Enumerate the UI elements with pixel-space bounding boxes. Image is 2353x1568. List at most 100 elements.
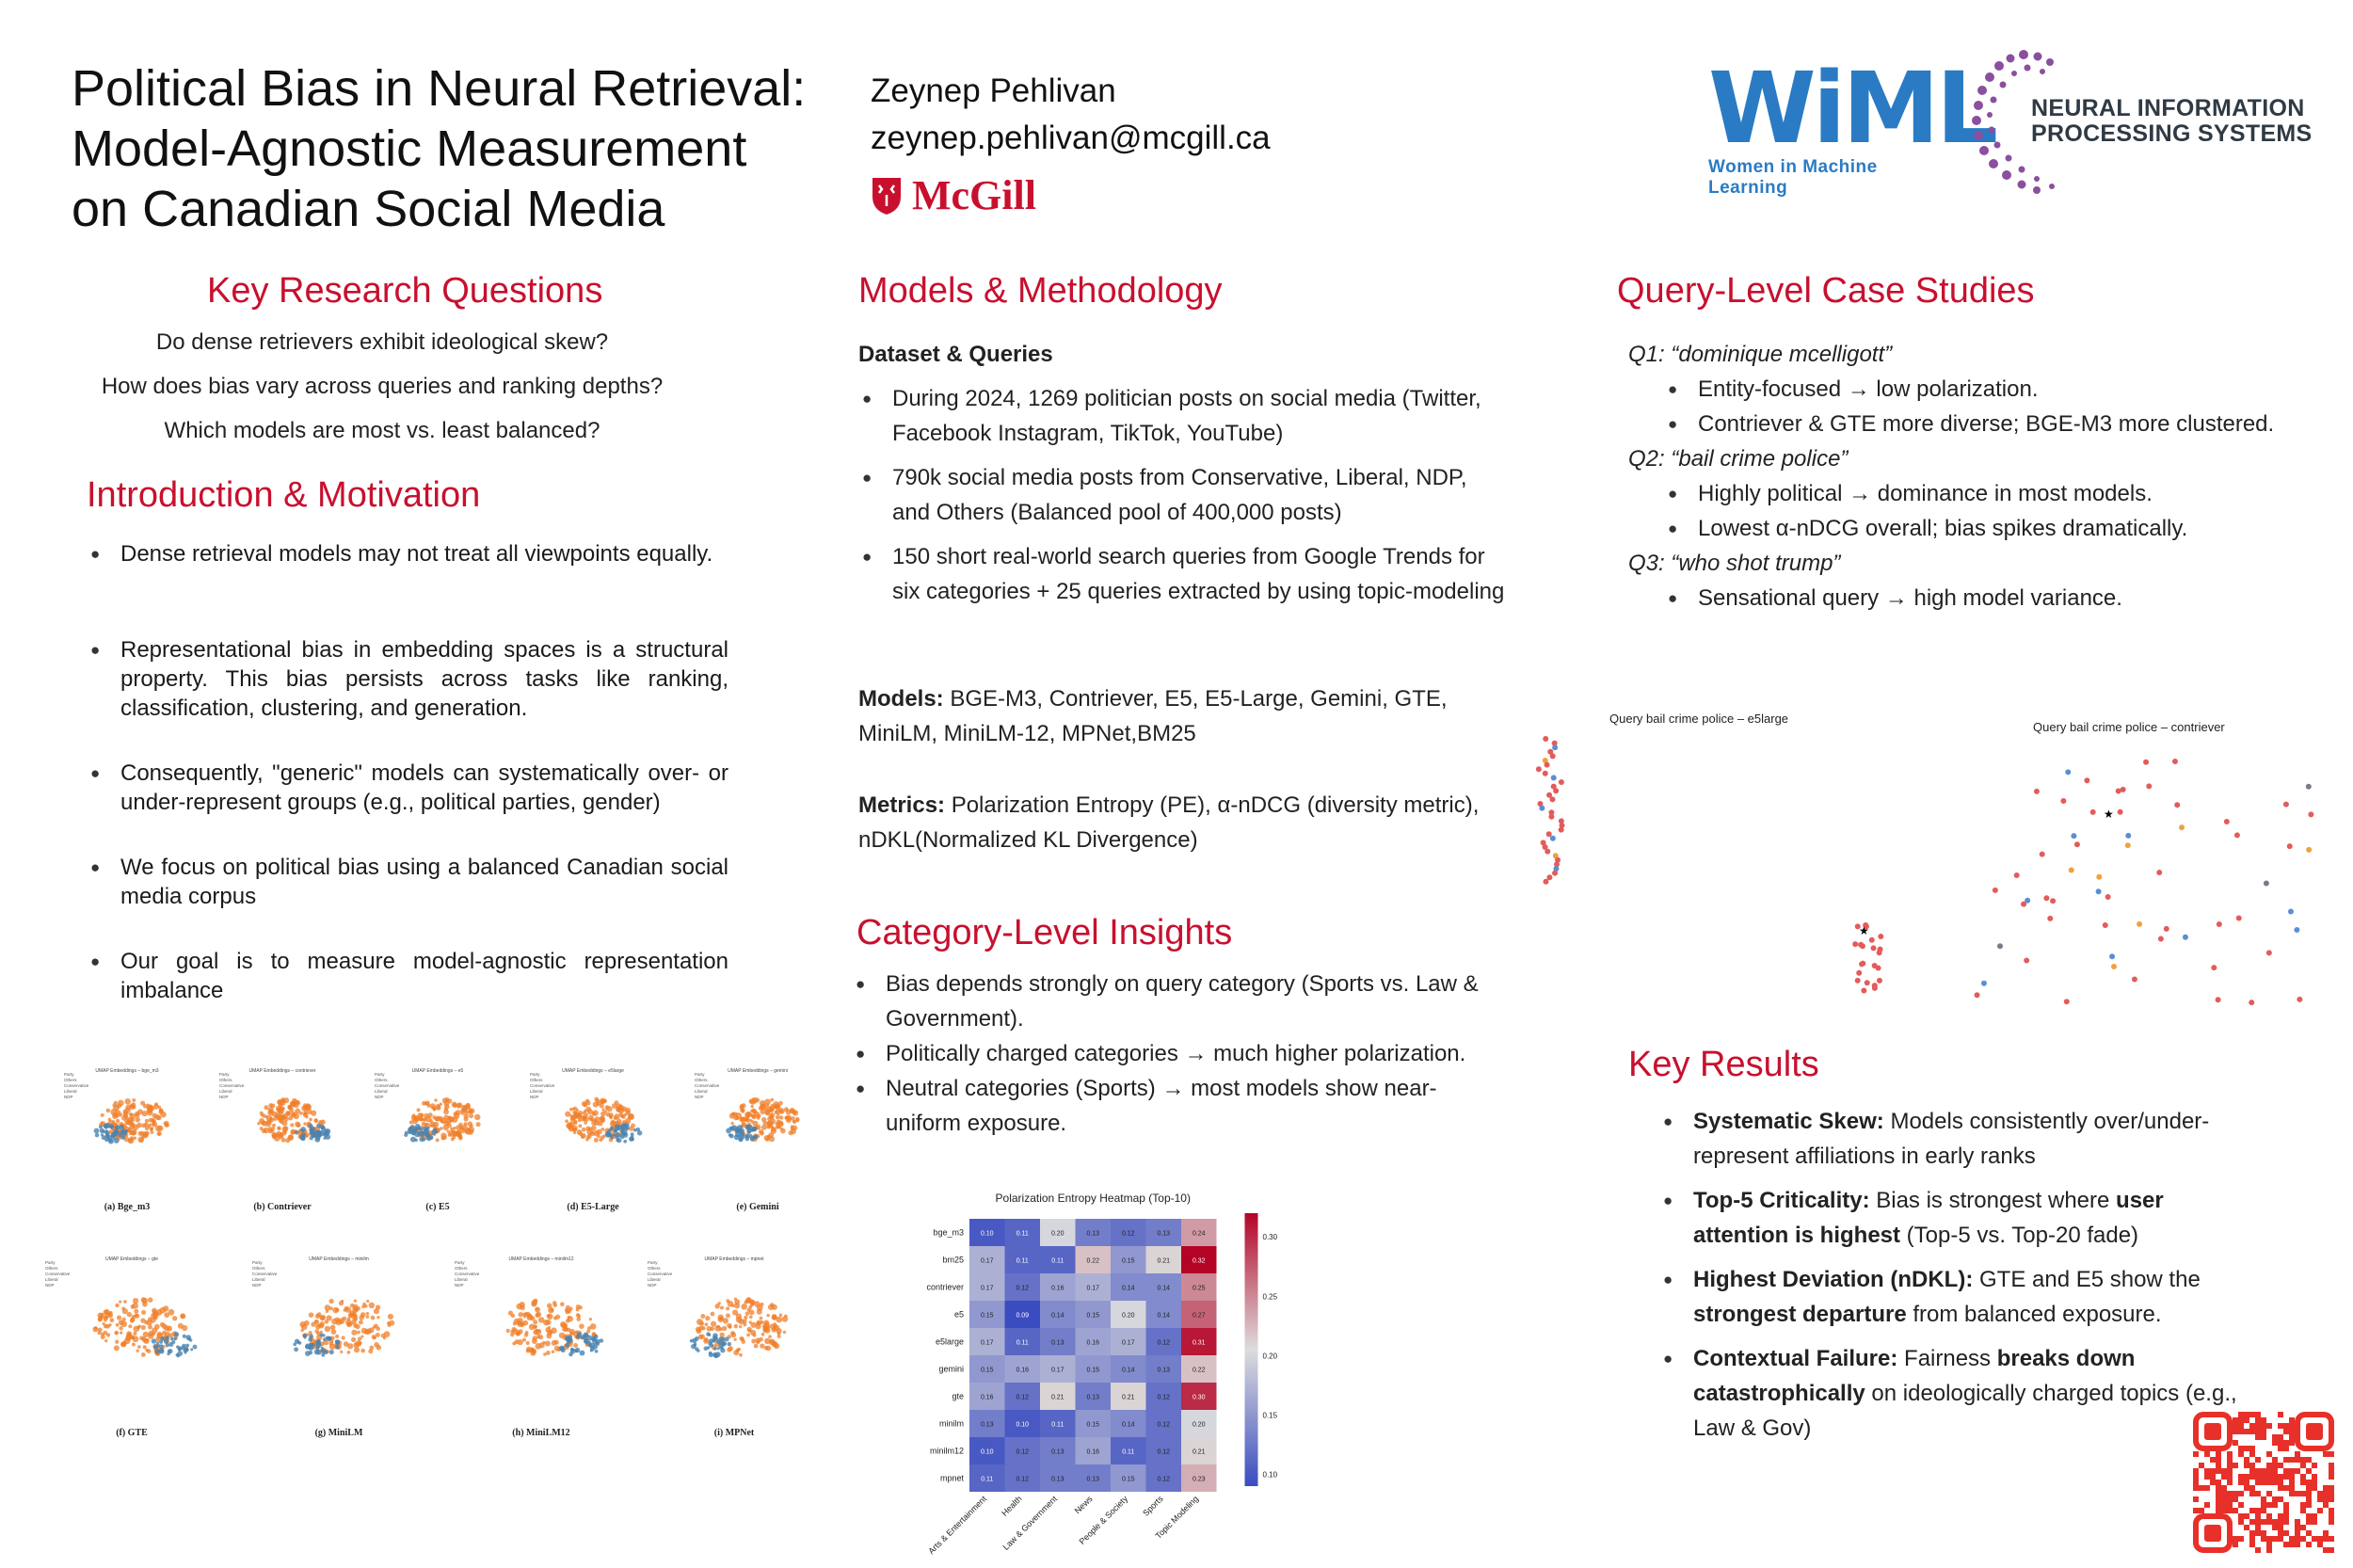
umap-point (746, 1128, 752, 1134)
umap-point (692, 1337, 697, 1343)
umap-point (103, 1323, 108, 1329)
heatmap-colorbar-tick: 0.10 (1263, 1470, 1278, 1479)
result-4-label: Contextual Failure: (1693, 1346, 1898, 1371)
umap-legend-entry: Conservative (252, 1272, 278, 1276)
umap-point (616, 1103, 623, 1110)
result-2-label: Top-5 Criticality: (1693, 1188, 1870, 1213)
umap-legend-entry: Party (219, 1072, 230, 1077)
umap-point (119, 1331, 123, 1335)
qr-module (2300, 1525, 2306, 1530)
umap-point (299, 1111, 303, 1115)
umap-point (417, 1130, 424, 1136)
heatmap-colorbar-tick: 0.20 (1263, 1352, 1278, 1360)
qr-module (2249, 1474, 2255, 1480)
umap-point (765, 1137, 770, 1142)
qr-code[interactable] (2193, 1412, 2334, 1553)
heatmap-cell (1075, 1301, 1111, 1328)
case-studies-body: Q1: “dominique mcelligott” Entity-focuse… (1628, 337, 2325, 616)
qr-module (2238, 1502, 2244, 1508)
models-text: BGE-M3, Contriever, E5, E5-Large, Gemini… (858, 686, 1448, 746)
umap-point (713, 1347, 717, 1351)
umap-point (716, 1347, 720, 1351)
umap-point (268, 1103, 274, 1108)
umap-point (141, 1123, 147, 1128)
umap-legend-entry: Others (530, 1078, 543, 1082)
methods-item-2: 790k social media posts from Conservativ… (858, 460, 1508, 530)
heatmap-col-label: Health (1000, 1494, 1023, 1517)
umap-point (447, 1132, 452, 1137)
qr-module (2249, 1519, 2255, 1525)
research-question-3: Which models are most vs. least balanced… (164, 418, 600, 443)
umap-point (285, 1138, 291, 1144)
result-3-emph: strongest departure (1693, 1302, 1907, 1327)
umap-point (589, 1323, 597, 1330)
intro-item-2: Representational bias in embedding space… (87, 635, 728, 723)
umap-legend-entry: Liberal (64, 1089, 77, 1094)
umap-point (737, 1347, 742, 1352)
scatter-left-title: Query bail crime police – e5large (1609, 712, 1788, 726)
umap-point (259, 1111, 264, 1115)
umap-point (323, 1337, 327, 1342)
result-3-text-b: from balanced exposure. (1906, 1302, 2162, 1327)
heatmap-cell (1004, 1410, 1040, 1437)
scatter-point (1549, 796, 1556, 803)
umap-point (294, 1338, 300, 1344)
umap-point (730, 1331, 735, 1336)
qr-module (2255, 1491, 2261, 1496)
umap-point (110, 1131, 116, 1137)
umap-point (630, 1132, 634, 1137)
methods-item-1: During 2024, 1269 politician posts on so… (858, 381, 1508, 451)
qr-module (2283, 1457, 2289, 1463)
qr-module (2317, 1496, 2323, 1502)
scatter-point (2095, 888, 2102, 895)
umap-point (113, 1345, 120, 1352)
umap-point (545, 1319, 552, 1325)
umap-point (727, 1301, 734, 1307)
umap-point (136, 1349, 139, 1352)
umap-point (574, 1349, 579, 1353)
qr-module (2306, 1542, 2312, 1547)
umap-legend-entry: Party (530, 1072, 540, 1077)
umap-point (716, 1324, 720, 1329)
heatmap-cell-label: 0.16 (1051, 1286, 1064, 1292)
qr-module (2289, 1485, 2295, 1491)
umap-legend-entry: Others (64, 1078, 77, 1082)
umap-point (295, 1108, 301, 1114)
umap-point (563, 1326, 569, 1332)
qr-module (2306, 1485, 2312, 1491)
umap-point (536, 1311, 542, 1318)
umap-panel-caption: (g) MiniLM (315, 1428, 363, 1438)
qr-module (2329, 1474, 2334, 1480)
wiml-subtitle: Women in Machine Learning (1708, 157, 1878, 198)
umap-point (93, 1128, 100, 1134)
qr-code-icon[interactable] (2193, 1412, 2334, 1553)
umap-legend-entry: Others (375, 1078, 388, 1082)
heatmap-cell (969, 1464, 1005, 1492)
scatter-point (2146, 783, 2153, 790)
scatter-point (2089, 808, 2096, 815)
models-label: Models: (858, 686, 944, 712)
umap-point (616, 1127, 620, 1131)
scatter-point (1856, 969, 1863, 976)
umap-point (551, 1327, 557, 1335)
qr-module (2216, 1508, 2221, 1513)
qr-module (2249, 1485, 2255, 1491)
qr-module (2249, 1451, 2255, 1457)
umap-point (610, 1136, 614, 1140)
heatmap-cell (1181, 1410, 1217, 1437)
umap-legend-entry: Others (695, 1078, 708, 1082)
scatter-point (1543, 878, 1549, 885)
heatmap-colorbar-tick: 0.30 (1263, 1233, 1278, 1241)
scatter-point (2013, 872, 2020, 878)
qr-module (2233, 1463, 2238, 1468)
intro-item-1: Dense retrieval models may not treat all… (87, 539, 728, 568)
umap-point (750, 1104, 754, 1109)
qr-module (2306, 1530, 2312, 1536)
result-1-text: Models consistently over/under-represent… (1693, 1109, 2210, 1169)
results-list: Systematic Skew: Models consistently ove… (1659, 1104, 2262, 1446)
umap-point (440, 1117, 446, 1124)
umap-point (565, 1111, 571, 1117)
scatter-point (2033, 788, 2040, 794)
umap-point (152, 1112, 158, 1119)
umap-point (146, 1103, 150, 1107)
